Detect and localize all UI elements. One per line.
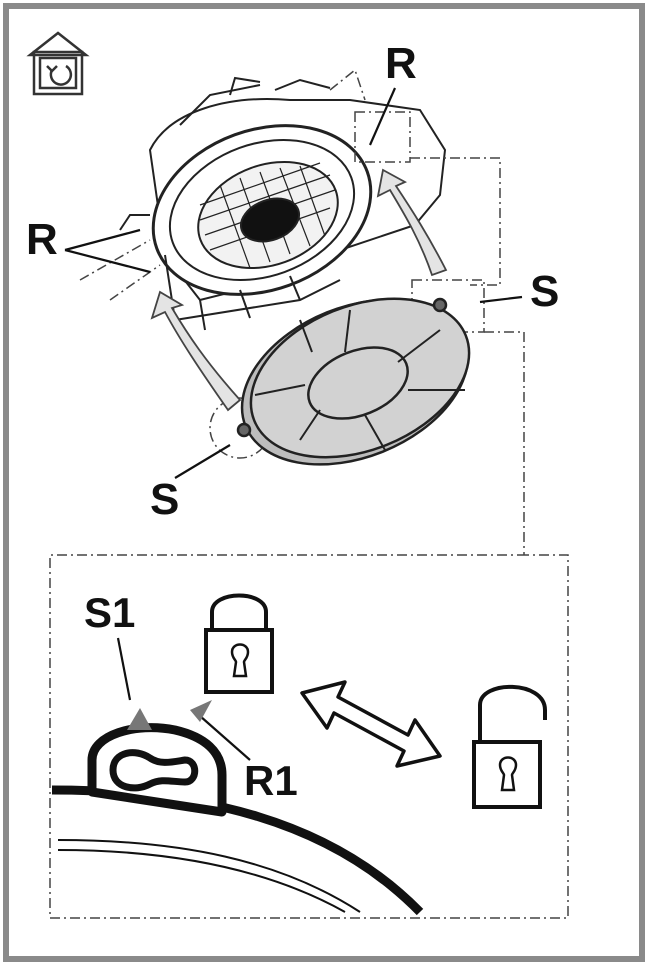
s1-marker [127,708,152,730]
label-r-top: R [385,39,417,88]
label-r-left: R [26,215,58,264]
leader-lines [64,87,523,761]
recirculation-house-icon [26,31,90,96]
padlock-locked-icon [204,593,274,694]
label-s-right: S [530,267,560,316]
label-r1: R1 [244,757,298,804]
label-s1: S1 [84,589,136,636]
attach-arrows [150,168,448,412]
r1-marker [190,700,212,722]
hood-motor-assembly [119,76,447,331]
double-arrow-icon [300,680,442,768]
padlock-unlocked-icon [472,684,547,809]
label-s-bottom: S [150,475,180,524]
keyhole-slot [109,749,199,792]
detail-inset [51,700,424,916]
filter-rim-inner [57,839,361,913]
charcoal-filter [236,297,471,466]
